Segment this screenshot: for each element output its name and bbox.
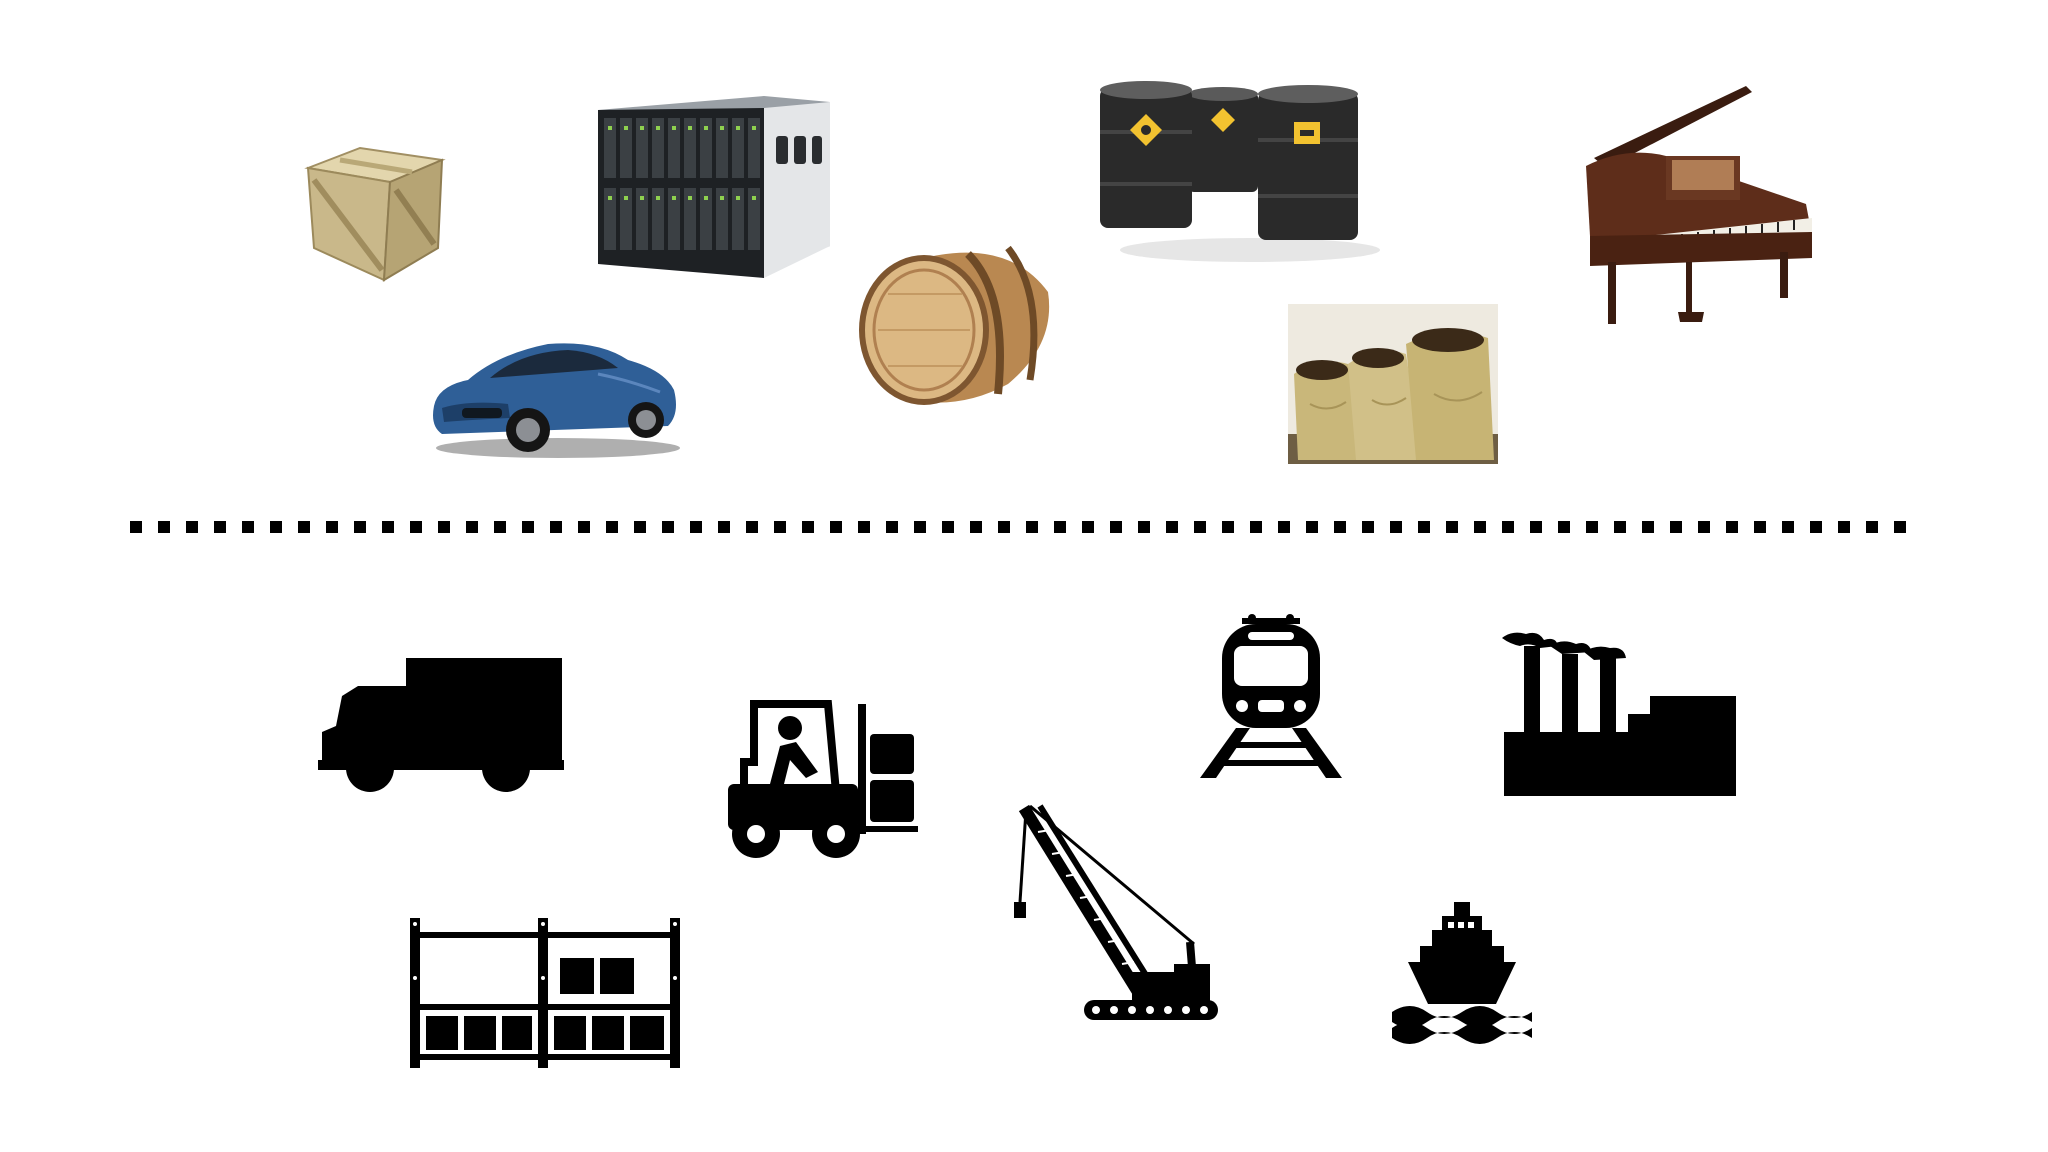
- crawler-crane-icon: [1014, 802, 1222, 1030]
- wooden-barrel: [858, 234, 1056, 406]
- wooden-barrel-icon: [859, 245, 1050, 405]
- forklift-icon: [724, 700, 920, 862]
- sports-car-icon: [433, 343, 680, 458]
- oil-drums-icon: [1100, 81, 1380, 262]
- server-rack: [598, 96, 830, 278]
- grain-sacks: [1288, 304, 1498, 464]
- dotted-divider: [130, 520, 1910, 534]
- warehouse-rack-icon: [410, 918, 680, 1068]
- grand-piano-icon: [1586, 86, 1812, 324]
- server-chassis-icon: [598, 96, 830, 278]
- wooden-crate-icon: [304, 146, 446, 282]
- wooden-crate: [300, 130, 450, 285]
- sports-car: [428, 334, 682, 460]
- train-icon: [1200, 614, 1342, 780]
- factory-icon: [1500, 630, 1736, 796]
- grain-sacks-icon: [1288, 304, 1498, 464]
- cargo-ship-icon: [1392, 900, 1532, 1044]
- oil-drums: [1100, 81, 1382, 262]
- delivery-truck-icon: [318, 656, 564, 796]
- grand-piano: [1586, 86, 1818, 332]
